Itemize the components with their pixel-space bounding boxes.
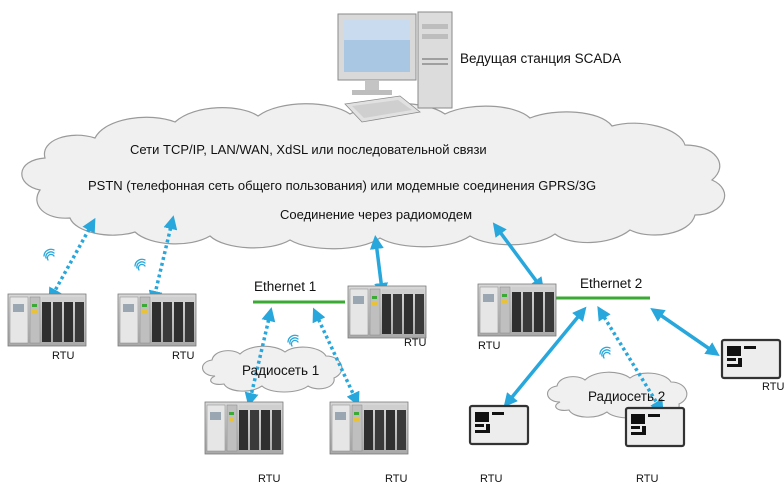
rtu-device-6 (329, 401, 409, 455)
radio-link-rtu-2 (148, 215, 178, 305)
cloud-line-2: PSTN (телефонная сеть общего пользования… (88, 178, 597, 193)
rtu-label: RTU (385, 473, 408, 485)
wifi-icon (287, 334, 299, 347)
main-cloud (21, 102, 726, 250)
ethernet-1-label: Ethernet 1 (254, 279, 317, 294)
link-eth1-to-cloud (369, 235, 389, 297)
rtu-device-5 (204, 401, 284, 455)
rtu-device-2 (117, 293, 197, 347)
ethernet-2-label: Ethernet 2 (580, 276, 643, 291)
link-eth2-to-hmi-bottom (503, 306, 587, 408)
wifi-icon (43, 248, 55, 261)
rtu-device-4 (477, 283, 557, 337)
rtu-label: RTU (52, 350, 75, 362)
rtu-label: RTU (636, 473, 659, 485)
rtu-label: RTU (258, 473, 281, 485)
radio-link-eth2 (597, 306, 664, 414)
radio-link-eth1-a (244, 307, 276, 407)
radio-net-2-label: Радиосеть 2 (588, 389, 666, 404)
hmi-panel-1 (468, 404, 530, 446)
rtu-label: RTU (404, 337, 427, 349)
radio-net-1-label: Радиосеть 1 (242, 363, 320, 378)
rtu-label: RTU (172, 350, 195, 362)
rtu-device-3 (347, 285, 427, 339)
wifi-icon (599, 346, 611, 359)
rtu-label: RTU (478, 340, 501, 352)
rtu-device-1 (7, 293, 87, 347)
link-eth2-to-cloud (492, 222, 545, 292)
radio-link-eth1-b (312, 307, 360, 407)
cloud-line-3: Соединение через радиомодем (280, 207, 473, 222)
radio-link-rtu-1 (48, 217, 96, 303)
wifi-icon (134, 258, 146, 271)
scada-computer (337, 11, 453, 123)
link-eth2-to-hmi-right (650, 308, 720, 356)
rtu-label: RTU (480, 473, 503, 485)
scada-station-label: Ведущая станция SCADA (460, 51, 622, 66)
hmi-panel-2 (624, 406, 686, 448)
rtu-label: RTU (762, 381, 784, 393)
cloud-line-1: Сети TCP/IP, LAN/WAN, XdSL или последова… (130, 142, 487, 157)
hmi-panel-3 (720, 338, 782, 380)
